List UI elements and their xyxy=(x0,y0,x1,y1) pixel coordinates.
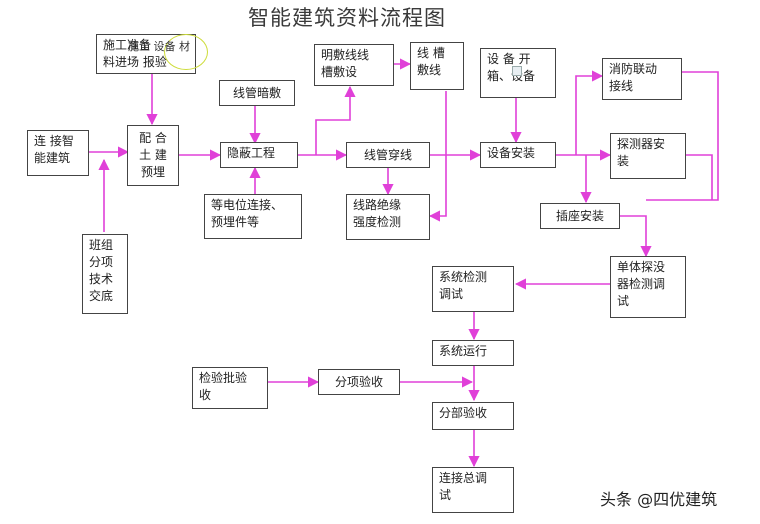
node-division-acceptance: 分部验收 xyxy=(432,402,514,430)
node-equipment-install: 设备安装 xyxy=(480,142,556,168)
node-socket-install: 插座安装 xyxy=(540,203,620,229)
node-fire-linkage: 消防联动 接线 xyxy=(602,58,682,100)
flowchart-title: 智能建筑资料流程图 xyxy=(248,6,446,30)
node-conduit-wiring: 线管穿线 xyxy=(346,142,430,168)
node-connect-building: 连 接智 能建筑 xyxy=(27,130,89,176)
arrow-hidden-to-tray xyxy=(315,85,356,155)
node-tray-laying: 明敷线线 槽敷设 xyxy=(314,44,394,86)
node-equipotential: 等电位连接、 预埋件等 xyxy=(204,194,302,239)
node-civil-prep: 配 合 土 建 预埋 xyxy=(127,125,179,186)
node-system-test: 系统检测 调试 xyxy=(432,266,514,312)
document-icon xyxy=(512,66,522,76)
node-final-debug: 连接总调 试 xyxy=(432,467,514,513)
overlapping-text: 施工 设备 材 xyxy=(128,40,190,53)
node-single-detector-test: 单体探没 器检测调 试 xyxy=(610,256,686,318)
arrow-install-to-fire-link xyxy=(575,70,604,155)
node-detector-install: 探测器安 装 xyxy=(610,133,686,179)
arrow-fire-link-down xyxy=(646,71,719,201)
arrow-detector-down xyxy=(686,154,713,200)
node-hidden-works: 隐蔽工程 xyxy=(220,142,298,168)
arrow-tray-wiring-to-insulation xyxy=(428,91,447,222)
source-watermark: 头条 @四优建筑 xyxy=(600,490,718,509)
node-insulation-test: 线路绝缘 强度检测 xyxy=(346,194,430,240)
highlight-oval xyxy=(164,34,208,70)
node-tray-wiring: 线 槽 敷线 xyxy=(410,42,464,90)
arrow-socket-to-single-test xyxy=(620,215,652,258)
node-team-briefing: 班组 分项 技术 交底 xyxy=(82,234,128,314)
node-system-run: 系统运行 xyxy=(432,340,514,366)
node-batch-acceptance: 检验批验 收 xyxy=(192,367,268,409)
node-conduit-concealed: 线管暗敷 xyxy=(219,80,295,106)
node-subitem-acceptance: 分项验收 xyxy=(318,369,400,395)
